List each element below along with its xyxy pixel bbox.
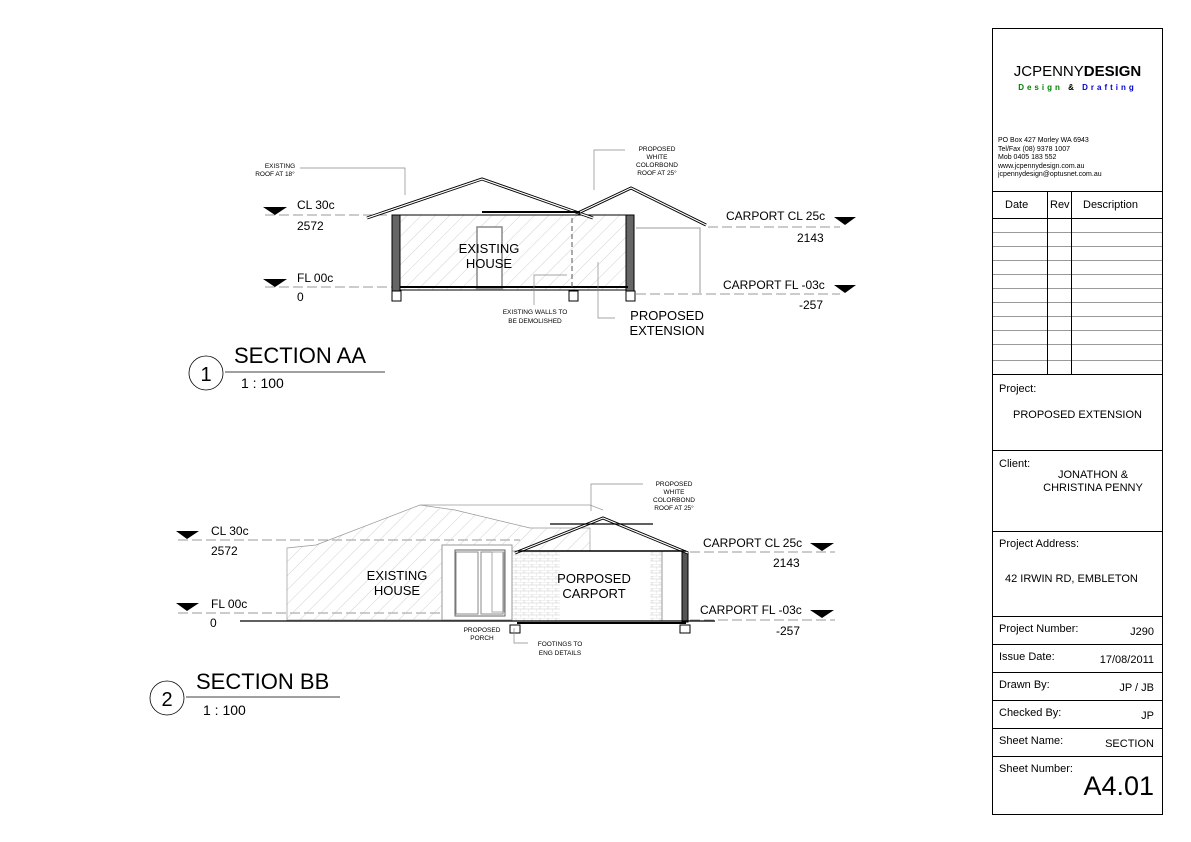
firm-name: JCPENNY xyxy=(1013,63,1084,80)
bb-cl-label: CL 30c xyxy=(211,524,249,538)
firm-web: www.jcpennydesign.com.au xyxy=(998,162,1085,170)
bb-view-number: 2 xyxy=(161,689,172,711)
bb-proposed-roof-note: COLORBOND xyxy=(653,497,695,504)
aa-cl-label: CL 30c xyxy=(297,198,335,212)
tagline-drafting: Drafting xyxy=(1082,83,1137,92)
tagline-amp: & xyxy=(1068,83,1077,92)
project-label: Project: xyxy=(999,383,1037,395)
bb-proposed-roof-note: WHITE xyxy=(664,489,686,496)
aa-view-number: 1 xyxy=(200,364,211,386)
field-label: Checked By: xyxy=(999,707,1062,719)
aa-carport-fl-label: CARPORT FL -03c xyxy=(723,278,825,292)
aa-proposed-roof-note: WHITE xyxy=(647,154,669,161)
bb-carport-cl-value: 2143 xyxy=(773,556,800,570)
rev-header-rev: Rev xyxy=(1050,199,1070,211)
firm-logo: JCPENNYDESIGN xyxy=(993,63,1162,80)
aa-extension-label: PROPOSED xyxy=(630,308,704,323)
aa-fl-label: FL 00c xyxy=(297,271,333,285)
firm-tagline: Design & Drafting xyxy=(993,83,1162,92)
bb-footings-note: ENG DETAILS xyxy=(539,650,582,657)
project-value: PROPOSED EXTENSION xyxy=(1013,409,1142,421)
aa-cl-value: 2572 xyxy=(297,219,324,233)
field-value: J290 xyxy=(1130,626,1154,638)
sheet-number-label: Sheet Number: xyxy=(999,763,1073,775)
sheet-number-value: A4.01 xyxy=(1083,771,1154,801)
aa-extension-label: EXTENSION xyxy=(629,323,704,338)
field-value: JP xyxy=(1141,710,1154,722)
rev-header-date: Date xyxy=(1005,199,1029,211)
bb-fl-value: 0 xyxy=(210,616,217,630)
bb-title: SECTION BB xyxy=(196,669,329,694)
tagline-design: Design xyxy=(1018,83,1063,92)
bb-existing-house-label: EXISTING xyxy=(367,568,428,583)
bb-porch-note: PROPOSED xyxy=(464,627,501,634)
firm-telfax: Tel/Fax (08) 9378 1007 xyxy=(998,145,1070,153)
section-bb: CL 30c 2572 FL 00c 0 CARPORT CL 25c 2143… xyxy=(149,481,835,718)
aa-carport-fl-value: -257 xyxy=(799,298,823,312)
client-label: Client: xyxy=(999,458,1031,470)
bb-existing-house-label: HOUSE xyxy=(374,583,421,598)
bb-carport-fl-value: -257 xyxy=(776,624,800,638)
field-value: 17/08/2011 xyxy=(1099,654,1154,666)
aa-existing-roof-note: EXISTING xyxy=(265,163,295,170)
client-value: JONATHON & xyxy=(1057,469,1129,481)
aa-existing-roof-note: ROOF AT 18° xyxy=(255,170,295,178)
aa-title: SECTION AA xyxy=(234,343,366,368)
sections-drawing: CL 30c 2572 FL 00c 0 CARPORT CL 25c 2143… xyxy=(149,146,856,718)
section-aa: CL 30c 2572 FL 00c 0 CARPORT CL 25c 2143… xyxy=(188,146,856,391)
firm-mobile: Mob 0405 183 552 xyxy=(998,154,1057,161)
aa-existing-house-label: EXISTING xyxy=(459,241,520,256)
field-value: JP / JB xyxy=(1119,682,1154,694)
aa-carport-cl-value: 2143 xyxy=(797,231,824,245)
bb-carport-label: CARPORT xyxy=(562,586,625,601)
field-label: Sheet Name: xyxy=(999,735,1064,747)
firm-name-bold: DESIGN xyxy=(1083,63,1142,80)
bb-footings-note: FOOTINGS TO xyxy=(538,641,583,648)
rev-header-description: Description xyxy=(1083,199,1139,211)
aa-fl-value: 0 xyxy=(297,290,304,304)
aa-proposed-roof-note: ROOF AT 25° xyxy=(637,169,677,177)
aa-demolish-note: BE DEMOLISHED xyxy=(508,318,562,325)
bb-scale: 1 : 100 xyxy=(203,702,246,718)
bb-carport-fl-label: CARPORT FL -03c xyxy=(700,603,802,617)
aa-existing-house-label: HOUSE xyxy=(466,256,513,271)
firm-email: jcpennydesign@optusnet.com.au xyxy=(998,171,1102,178)
bb-carport-label: PORPOSED xyxy=(557,571,631,586)
field-value: SECTION xyxy=(1105,738,1154,750)
bb-porch-note: PORCH xyxy=(470,635,494,642)
bb-proposed-roof-note: PROPOSED xyxy=(656,481,693,488)
client-value: CHRISTINA PENNY xyxy=(1043,482,1143,494)
firm-contact: PO Box 427 Morley WA 6943 Tel/Fax (08) 9… xyxy=(998,137,1102,180)
bb-carport-cl-label: CARPORT CL 25c xyxy=(703,536,802,550)
field-label: Drawn By: xyxy=(999,679,1050,691)
field-label: Issue Date: xyxy=(999,651,1055,663)
address-label: Project Address: xyxy=(999,538,1080,550)
field-label: Project Number: xyxy=(999,623,1079,635)
bb-cl-value: 2572 xyxy=(211,544,238,558)
address-value: 42 IRWIN RD, EMBLETON xyxy=(1005,573,1138,585)
firm-address: PO Box 427 Morley WA 6943 xyxy=(998,137,1089,144)
bb-proposed-roof-note: ROOF AT 25° xyxy=(654,504,694,512)
aa-proposed-roof-note: COLORBOND xyxy=(636,162,678,169)
aa-proposed-roof-note: PROPOSED xyxy=(639,146,676,153)
aa-demolish-note: EXISTING WALLS TO xyxy=(503,309,568,316)
bb-fl-label: FL 00c xyxy=(211,597,247,611)
aa-scale: 1 : 100 xyxy=(241,375,284,391)
title-block: JCPENNYDESIGN Design & Drafting PO Box 4… xyxy=(992,28,1163,815)
aa-carport-cl-label: CARPORT CL 25c xyxy=(726,209,825,223)
